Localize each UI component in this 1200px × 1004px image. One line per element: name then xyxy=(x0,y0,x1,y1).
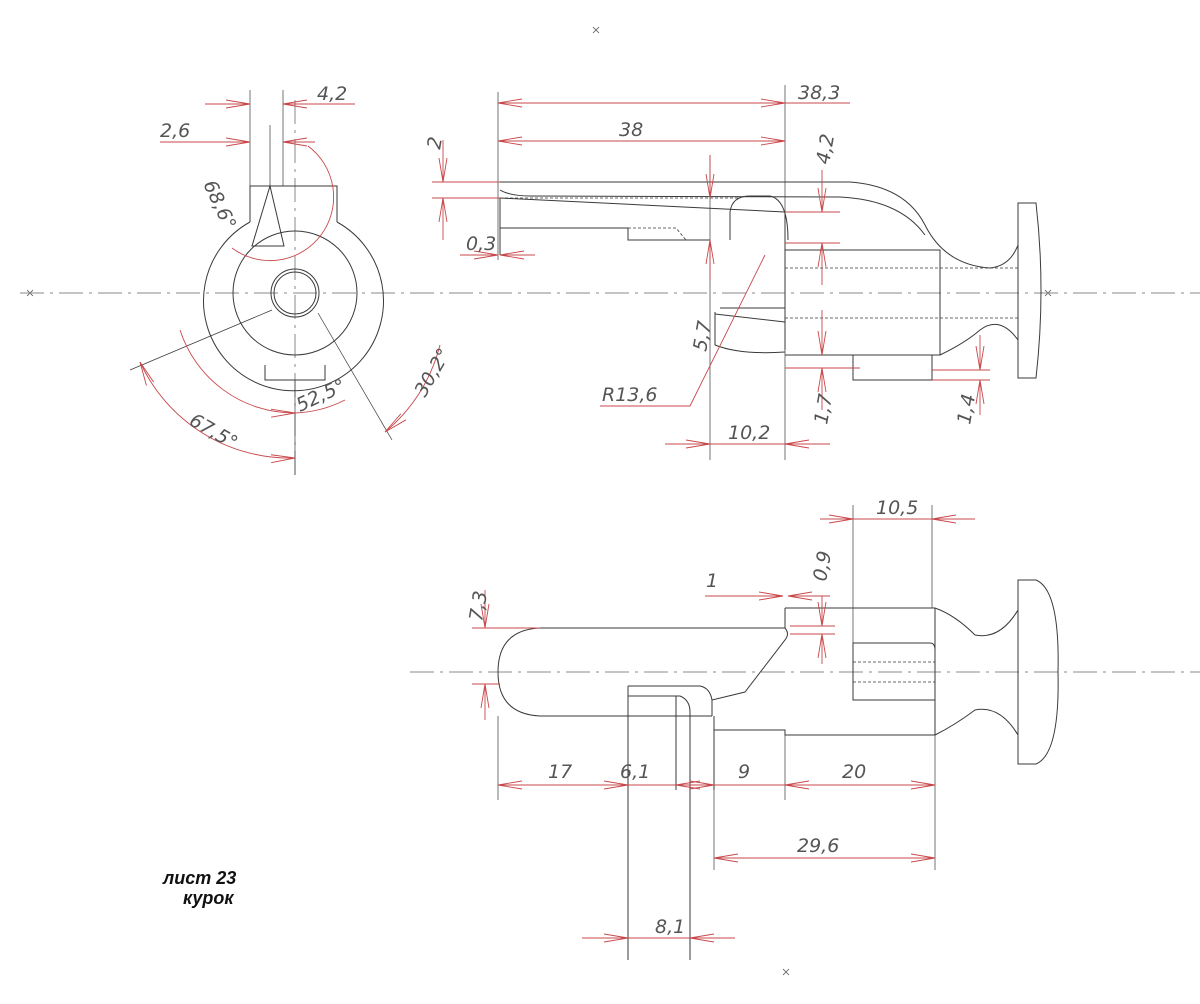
dim-angle-b: 30,2° xyxy=(410,345,455,401)
dim-overall: 38,3 xyxy=(798,82,840,104)
dim-slot-offset: 8,1 xyxy=(655,916,685,938)
dim-barrel-slot: 10,5 xyxy=(876,497,918,519)
dim-rod-width: 7,3 xyxy=(465,589,492,623)
dim-lug-offset: 1,7 xyxy=(810,392,837,426)
dim-barrel-length: 20 xyxy=(842,761,866,783)
dim-shoulder: 0,9 xyxy=(809,549,836,583)
dim-step: 9 xyxy=(738,761,750,783)
title-block: лист 23 курок xyxy=(162,868,236,908)
dim-angle-c: 67,5° xyxy=(186,409,242,454)
dim-arm-length: 38 xyxy=(619,119,643,141)
dim-step-height: 4,2 xyxy=(812,132,839,166)
dim-chamfer: 1 xyxy=(706,570,718,592)
dim-angle-a: 52,5° xyxy=(293,375,349,417)
dim-radius: R13,6 xyxy=(602,384,658,406)
dim-lug-height: 1,4 xyxy=(953,392,980,426)
part-name: курок xyxy=(183,888,234,908)
dim-gap: 5,7 xyxy=(689,319,716,353)
dim-arm-thickness: 2 xyxy=(423,135,447,151)
dim-nose-length: 10,2 xyxy=(728,422,770,444)
dim-width-top: 4,2 xyxy=(317,83,347,105)
dim-taper: 0,3 xyxy=(466,233,496,255)
end-view: 4,2 2,6 68,6° 52,5° 30,2° 67,5° xyxy=(129,83,455,475)
dim-slot-width: 6,1 xyxy=(620,761,650,783)
top-view: 10,5 0,9 1 7,3 17 6,1 9 20 29,6 8,1 xyxy=(465,497,1059,960)
dim-rod-length: 17 xyxy=(548,761,572,783)
dim-offset: 2,6 xyxy=(160,120,190,142)
side-view: 38,3 38 2 0,3 4,2 5,7 R13,6 10,2 1,7 1,4 xyxy=(423,82,1042,460)
dim-angle-slot: 68,6° xyxy=(198,177,240,233)
dim-body-length: 29,6 xyxy=(797,835,839,857)
sheet-number: лист 23 xyxy=(162,868,236,888)
